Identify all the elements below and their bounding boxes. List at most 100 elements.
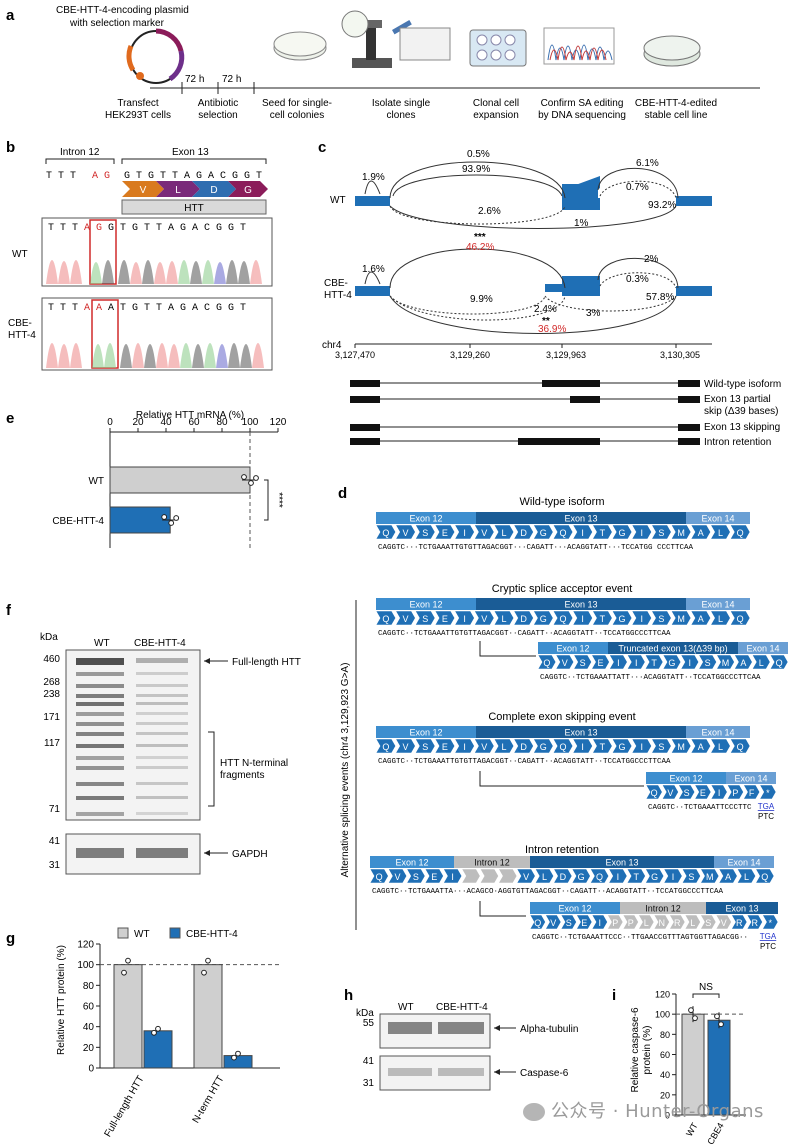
amino-acid-arrow — [710, 738, 731, 754]
amino-acid-arrow — [454, 524, 475, 540]
lane-cbe: CBE-HTT-4 — [134, 638, 186, 649]
amino-acid-label: S — [705, 658, 711, 668]
data-point — [248, 480, 254, 486]
amino-acid-label: A — [725, 872, 731, 882]
exon-segment-label: Exon 12 — [409, 728, 442, 738]
amino-acid-arrow — [716, 654, 735, 670]
amino-acid-arrow — [553, 868, 573, 884]
sig-label: NS — [699, 982, 713, 993]
sig-cbe: ** — [542, 316, 550, 327]
exon-segment-label: Exon 13 — [564, 514, 597, 524]
amino-acid-label: G — [619, 528, 626, 538]
exon-segment-label: Truncated exon 13(Δ39 bp) — [618, 644, 727, 654]
amino-acid-arrow — [769, 654, 789, 670]
exon-segment-label: Exon 12 — [556, 644, 589, 654]
amino-acid-label: Q — [382, 742, 389, 752]
data-point — [235, 1050, 241, 1057]
svg-text:0.5%: 0.5% — [467, 149, 490, 160]
category-label: Full-length HTT — [103, 1074, 147, 1139]
bar-wt — [193, 964, 223, 1069]
band-wt — [76, 812, 124, 816]
amino-acid-arrow — [552, 738, 574, 754]
exon-segment-label: Exon 13 — [564, 600, 597, 610]
amino-acid-arrow — [761, 914, 779, 930]
panel-h: h kDa WT CBE-HTT-4 55 41 31 Alpha-tubuli… — [344, 987, 578, 1091]
band-cbe — [136, 744, 188, 747]
amino-acid-arrow — [755, 868, 775, 884]
amino-acid-arrow — [715, 914, 732, 930]
amino-acid-arrow — [626, 654, 646, 670]
lane-wt: WT — [94, 638, 110, 649]
amino-acid-label: S — [422, 528, 428, 538]
svg-text:Relative caspase-6: Relative caspase-6 — [630, 1007, 641, 1092]
amino-acid-label: I — [581, 528, 584, 538]
amino-acid-label: E — [431, 872, 437, 882]
amino-acid-arrow — [552, 610, 574, 626]
bar-wt — [113, 964, 143, 1069]
amino-acid-label: L — [759, 658, 764, 668]
amino-acid-arrow — [442, 868, 463, 884]
amino-acid-arrow — [726, 784, 744, 800]
nucleotide-seq: CAGGTC··TCTGAAATTATT···ACAGGTATT··TCCATG… — [540, 674, 761, 682]
ptc-label: PTC — [758, 812, 774, 821]
amino-acid-label: I — [672, 872, 675, 882]
amino-acid-label: A — [740, 658, 746, 668]
exon-segment — [530, 856, 714, 868]
exon-label: Exon 13 — [172, 147, 209, 158]
amino-acid-label: S — [413, 872, 419, 882]
amino-acid-label: Q — [534, 918, 541, 928]
nucleotide-seq: CAGGTC··TCTGAAATTA···ACAGCO·AGGTGTTAGACG… — [372, 888, 724, 896]
amino-acid-label: V — [395, 872, 401, 882]
svg-text:71: 71 — [49, 804, 61, 815]
svg-text:3,127,470: 3,127,470 — [335, 350, 375, 360]
panel-i-label: i — [612, 987, 616, 1004]
amino-acid-label: V — [481, 614, 487, 624]
amino-acid-label: Q — [737, 742, 744, 752]
sashimi-wt-label: WT — [330, 195, 346, 206]
exon-segment-label: Intron 12 — [474, 858, 510, 868]
amino-acid-label: P — [732, 788, 738, 798]
svg-text:cell colonies: cell colonies — [270, 110, 324, 121]
plasmid-icon — [126, 28, 185, 84]
amino-acid-label: E — [442, 742, 448, 752]
chrom-wt-label: WT — [12, 249, 28, 260]
category-label: N-term HTT — [191, 1074, 227, 1125]
amino-acid-arrow — [608, 868, 628, 884]
svg-text:6.1%: 6.1% — [636, 158, 659, 169]
amino-acid-arrow — [534, 868, 554, 884]
amino-acid-label: S — [658, 742, 664, 752]
amino-acid-arrow — [513, 524, 534, 540]
wt-seq: T T T A G G T G T T A G A C G G T — [48, 223, 246, 234]
band-wt — [76, 744, 124, 748]
amino-acid-arrow — [573, 654, 592, 670]
data-point — [151, 1029, 157, 1036]
svg-text:Clonal cell: Clonal cell — [473, 98, 519, 109]
stop-codon: TGA — [760, 932, 777, 941]
amino-acid-label: L — [718, 614, 723, 624]
amino-acid-arrow — [611, 738, 633, 754]
y-tick-label: 120 — [655, 990, 670, 1000]
amino-acid-label: G — [540, 742, 547, 752]
htt-bands — [76, 658, 188, 816]
amino-acid-arrow — [395, 738, 416, 754]
lane-h-cbe: CBE-HTT-4 — [436, 1002, 488, 1013]
ref-seq-intron: T T T — [46, 171, 76, 182]
amino-acid-arrow — [473, 610, 495, 626]
sashimi-cbe-pcts: 1.6% 46.2% 2% 0.3% 57.8% 9.9% 2.4% 3% 36… — [362, 242, 674, 335]
exon-segment — [454, 856, 530, 868]
amino-acid-label: V — [481, 528, 487, 538]
svg-text:HEK293T cells: HEK293T cells — [105, 110, 171, 121]
svg-text:171: 171 — [43, 712, 60, 723]
svg-text:CBE-HTT-4-edited: CBE-HTT-4-edited — [635, 98, 717, 109]
x-tick-label: 20 — [132, 417, 144, 428]
amino-acid-label: D — [560, 872, 567, 882]
exon-segment-label: Exon 14 — [701, 600, 734, 610]
amino-acid-arrow — [473, 738, 495, 754]
amino-acid-label: Q — [382, 614, 389, 624]
svg-text:HTT-4: HTT-4 — [324, 290, 352, 301]
exon-segment — [376, 598, 476, 610]
cryptic-title: Cryptic splice acceptor event — [492, 583, 633, 595]
data-point — [253, 475, 259, 481]
